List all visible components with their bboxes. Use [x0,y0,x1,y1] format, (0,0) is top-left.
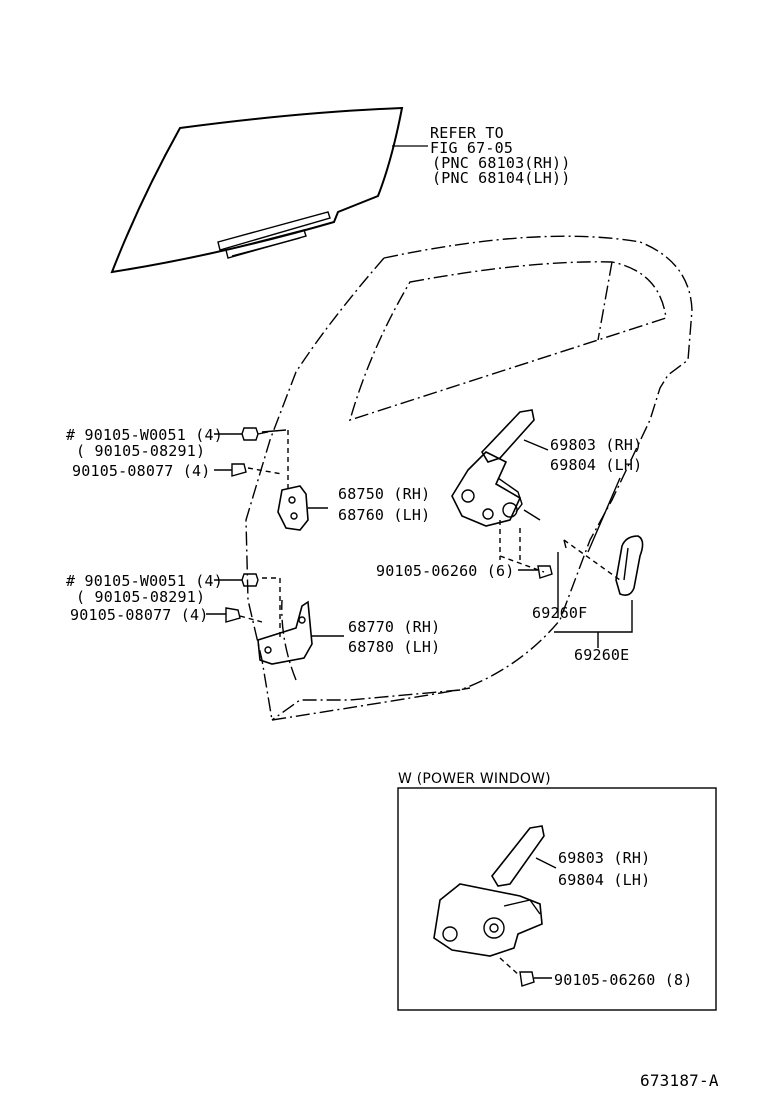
upper-hinge [247,429,328,531]
regulator-bolt-label: 90105-06260 (6) [376,562,515,580]
upper-hinge-lh-label: 68760 (LH) [338,506,431,524]
power-window-title: W (POWER WINDOW) [398,771,551,787]
handle-e-label: 69260E [574,646,630,664]
upper-hinge-rh-label: 68750 (RH) [338,485,431,503]
power-window-lh-label: 69804 (LH) [558,871,651,889]
lower-bolt-a-alt-label: ( 90105-08291) [76,588,206,606]
lower-hinge [239,577,344,665]
lower-hinge-lh-label: 68780 (LH) [348,638,441,656]
lower-bolt-b-label: 90105-08077 (4) [70,606,209,624]
power-window-bolt-label: 90105-06260 (8) [554,971,693,989]
upper-bolt-b-label: 90105-08077 (4) [72,462,211,480]
regulator-rh-label: 69803 (RH) [550,436,643,454]
inside-handle [554,477,644,648]
power-window-rh-label: 69803 (RH) [558,849,651,867]
door-glass [110,106,428,274]
glass-ref-line3: (PNC 68103(RH)) [432,154,571,172]
lower-bolt-a-label: # 90105-W0051 (4) [66,572,223,590]
lower-hinge-rh-label: 68770 (RH) [348,618,441,636]
handle-f-label: 69260F [532,604,588,622]
power-window-box [397,787,717,1011]
upper-bolt-a-alt-label: ( 90105-08291) [76,442,206,460]
figure-id: 673187-A [640,1071,719,1090]
upper-bolt-a-label: # 90105-W0051 (4) [66,426,223,444]
glass-ref-line2: FIG 67-05 [430,139,514,157]
regulator-bolt [518,565,553,579]
glass-ref-line4: (PNC 68104(LH)) [432,169,571,187]
door-outline [245,235,693,721]
glass-ref-line1: REFER TO [430,124,504,142]
window-regulator [451,409,549,573]
window-frame [348,261,667,422]
regulator-lh-label: 69804 (LH) [550,456,643,474]
lower-bolts [206,573,259,623]
upper-bolts [214,427,269,477]
